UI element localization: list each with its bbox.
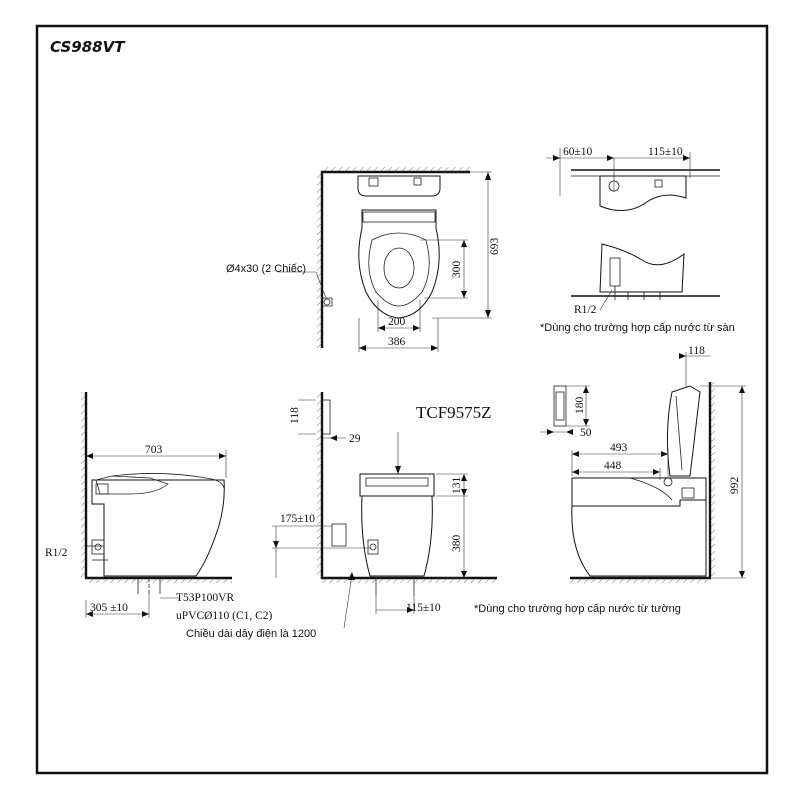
front-dim-131: 131 bbox=[451, 477, 463, 495]
right-dim-180: 180 bbox=[574, 397, 586, 415]
right-dim-118: 118 bbox=[688, 345, 705, 357]
left-part-label: T53P100VR bbox=[176, 592, 234, 604]
model-title: CS988VT bbox=[50, 38, 126, 56]
dim-386: 386 bbox=[388, 336, 406, 348]
floor-pipe-label: R1/2 bbox=[574, 304, 597, 316]
front-dim-175: 175±10 bbox=[280, 513, 315, 525]
sheet-border bbox=[35, 24, 769, 775]
side-view-right: 180 50 118 493 448 992 *Dùng cho trường … bbox=[474, 345, 746, 615]
left-dim-305: 305 ±10 bbox=[90, 602, 128, 614]
fixing-screw-label: Ø4x30 (2 Chiếc) bbox=[226, 263, 306, 275]
floor-supply-detail: 60±10 115±10 R1/2 *Dùng cho trường hợp c… bbox=[540, 146, 735, 334]
dim-693: 693 bbox=[489, 238, 501, 256]
left-pipe-label: R1/2 bbox=[45, 547, 68, 559]
left-dim-703: 703 bbox=[145, 444, 163, 456]
front-cable-note: Chiều dài dây điện là 1200 bbox=[186, 628, 316, 640]
dim-300: 300 bbox=[451, 261, 463, 279]
top-view: Ø4x30 (2 Chiếc) 693 300 200 386 bbox=[226, 167, 501, 352]
side-view-left: 703 R1/2 305 ±10 T53P100VR uPVCØ110 (C1,… bbox=[45, 392, 273, 622]
left-pipe-spec: uPVCØ110 (C1, C2) bbox=[176, 610, 273, 622]
right-dim-448: 448 bbox=[604, 460, 622, 472]
dim-200: 200 bbox=[388, 316, 406, 328]
front-view: 118 29 TCF9575Z 131 380 bbox=[186, 392, 497, 640]
right-dim-493: 493 bbox=[610, 442, 628, 454]
front-model-label: TCF9575Z bbox=[416, 403, 492, 422]
floor-supply-note: *Dùng cho trường hợp cấp nước từ sàn bbox=[540, 322, 735, 334]
front-dim-115: 115±10 bbox=[406, 602, 441, 614]
front-dim-29: 29 bbox=[349, 433, 361, 445]
front-dim-118: 118 bbox=[289, 407, 301, 424]
right-dim-50: 50 bbox=[580, 427, 592, 439]
right-dim-992: 992 bbox=[729, 477, 741, 495]
floor-dim-60: 60±10 bbox=[563, 146, 593, 158]
front-dim-380: 380 bbox=[451, 535, 463, 553]
wall-supply-note: *Dùng cho trường hợp cấp nước từ tường bbox=[474, 603, 681, 615]
floor-dim-115: 115±10 bbox=[648, 146, 683, 158]
